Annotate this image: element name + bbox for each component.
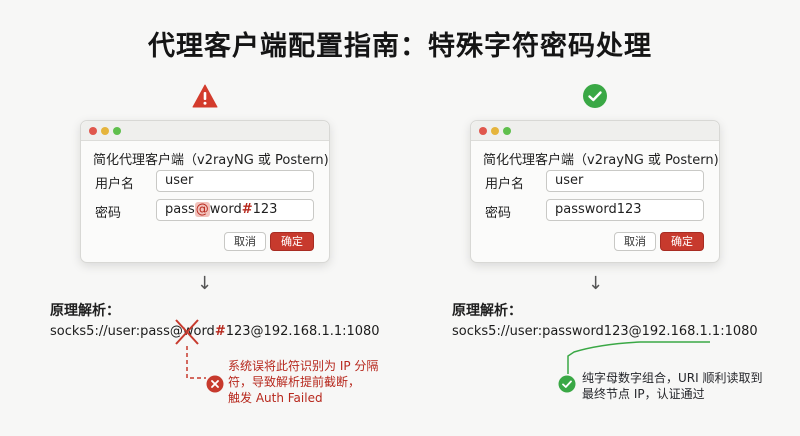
down-arrow-icon: ↓: [197, 273, 213, 294]
warning-icon: [192, 84, 218, 108]
close-dot[interactable]: [479, 127, 487, 135]
error-note-line: 系统误将此符识别为 IP 分隔: [228, 359, 379, 373]
uri-correct: socks5://user:password123@192.168.1.1:10…: [452, 324, 758, 339]
success-note-line: 最终节点 IP，认证通过: [582, 387, 705, 401]
password-part: pass: [165, 202, 195, 217]
success-note: 纯字母数字组合，URI 顺利读取到 最终节点 IP，认证通过: [582, 370, 762, 402]
username-field[interactable]: user: [546, 170, 704, 192]
username-field[interactable]: user: [156, 170, 314, 192]
window-title: 简化代理客户端（v2rayNG 或 Postern): [93, 153, 329, 168]
minimize-dot[interactable]: [491, 127, 499, 135]
page-title: 代理客户端配置指南：特殊字符密码处理: [148, 31, 652, 62]
cancel-button[interactable]: 取消: [614, 232, 656, 251]
uri-at-symbol: @: [169, 324, 183, 339]
check-icon: [583, 84, 607, 108]
cross-out-mark: [175, 319, 206, 379]
window-title: 简化代理客户端（v2rayNG 或 Postern): [483, 153, 719, 168]
password-field[interactable]: password123: [546, 199, 704, 221]
special-char-at: @: [194, 202, 210, 217]
password-label: 密码: [485, 206, 512, 221]
uri-part: socks5://user:pass: [50, 324, 170, 339]
cancel-button[interactable]: 取消: [224, 232, 266, 251]
success-icon: [558, 375, 576, 393]
window-titlebar: [81, 121, 329, 141]
ok-button[interactable]: 确定: [270, 232, 314, 251]
username-label: 用户名: [95, 177, 135, 192]
section-title: 原理解析：: [452, 303, 522, 319]
error-note-line: 触发 Auth Failed: [228, 391, 323, 405]
close-dot[interactable]: [89, 127, 97, 135]
password-label: 密码: [95, 206, 122, 221]
uri-part: 123@192.168.1.1:1080: [225, 324, 380, 339]
minimize-dot[interactable]: [101, 127, 109, 135]
maximize-dot[interactable]: [503, 127, 511, 135]
maximize-dot[interactable]: [113, 127, 121, 135]
username-label: 用户名: [485, 177, 525, 192]
password-part: word: [209, 202, 242, 217]
client-window-wrong: 简化代理客户端（v2rayNG 或 Postern) 用户名 user 密码 p…: [80, 120, 330, 263]
down-arrow-icon: ↓: [588, 273, 604, 294]
section-title: 原理解析：: [50, 303, 120, 319]
window-titlebar: [471, 121, 719, 141]
password-field[interactable]: pass@word#123: [156, 199, 314, 221]
special-char-hash: #: [241, 202, 253, 217]
success-connector: [567, 341, 710, 374]
password-part: 123: [252, 202, 278, 217]
client-window-correct: 简化代理客户端（v2rayNG 或 Postern) 用户名 user 密码 p…: [470, 120, 720, 263]
error-note: 系统误将此符识别为 IP 分隔 符，导致解析提前截断， 触发 Auth Fail…: [228, 358, 378, 406]
error-note-line: 符，导致解析提前截断，: [228, 375, 361, 389]
error-icon: [206, 375, 224, 393]
uri-hash-symbol: #: [214, 324, 226, 339]
success-note-line: 纯字母数字组合，URI 顺利读取到: [582, 371, 763, 385]
ok-button[interactable]: 确定: [660, 232, 704, 251]
